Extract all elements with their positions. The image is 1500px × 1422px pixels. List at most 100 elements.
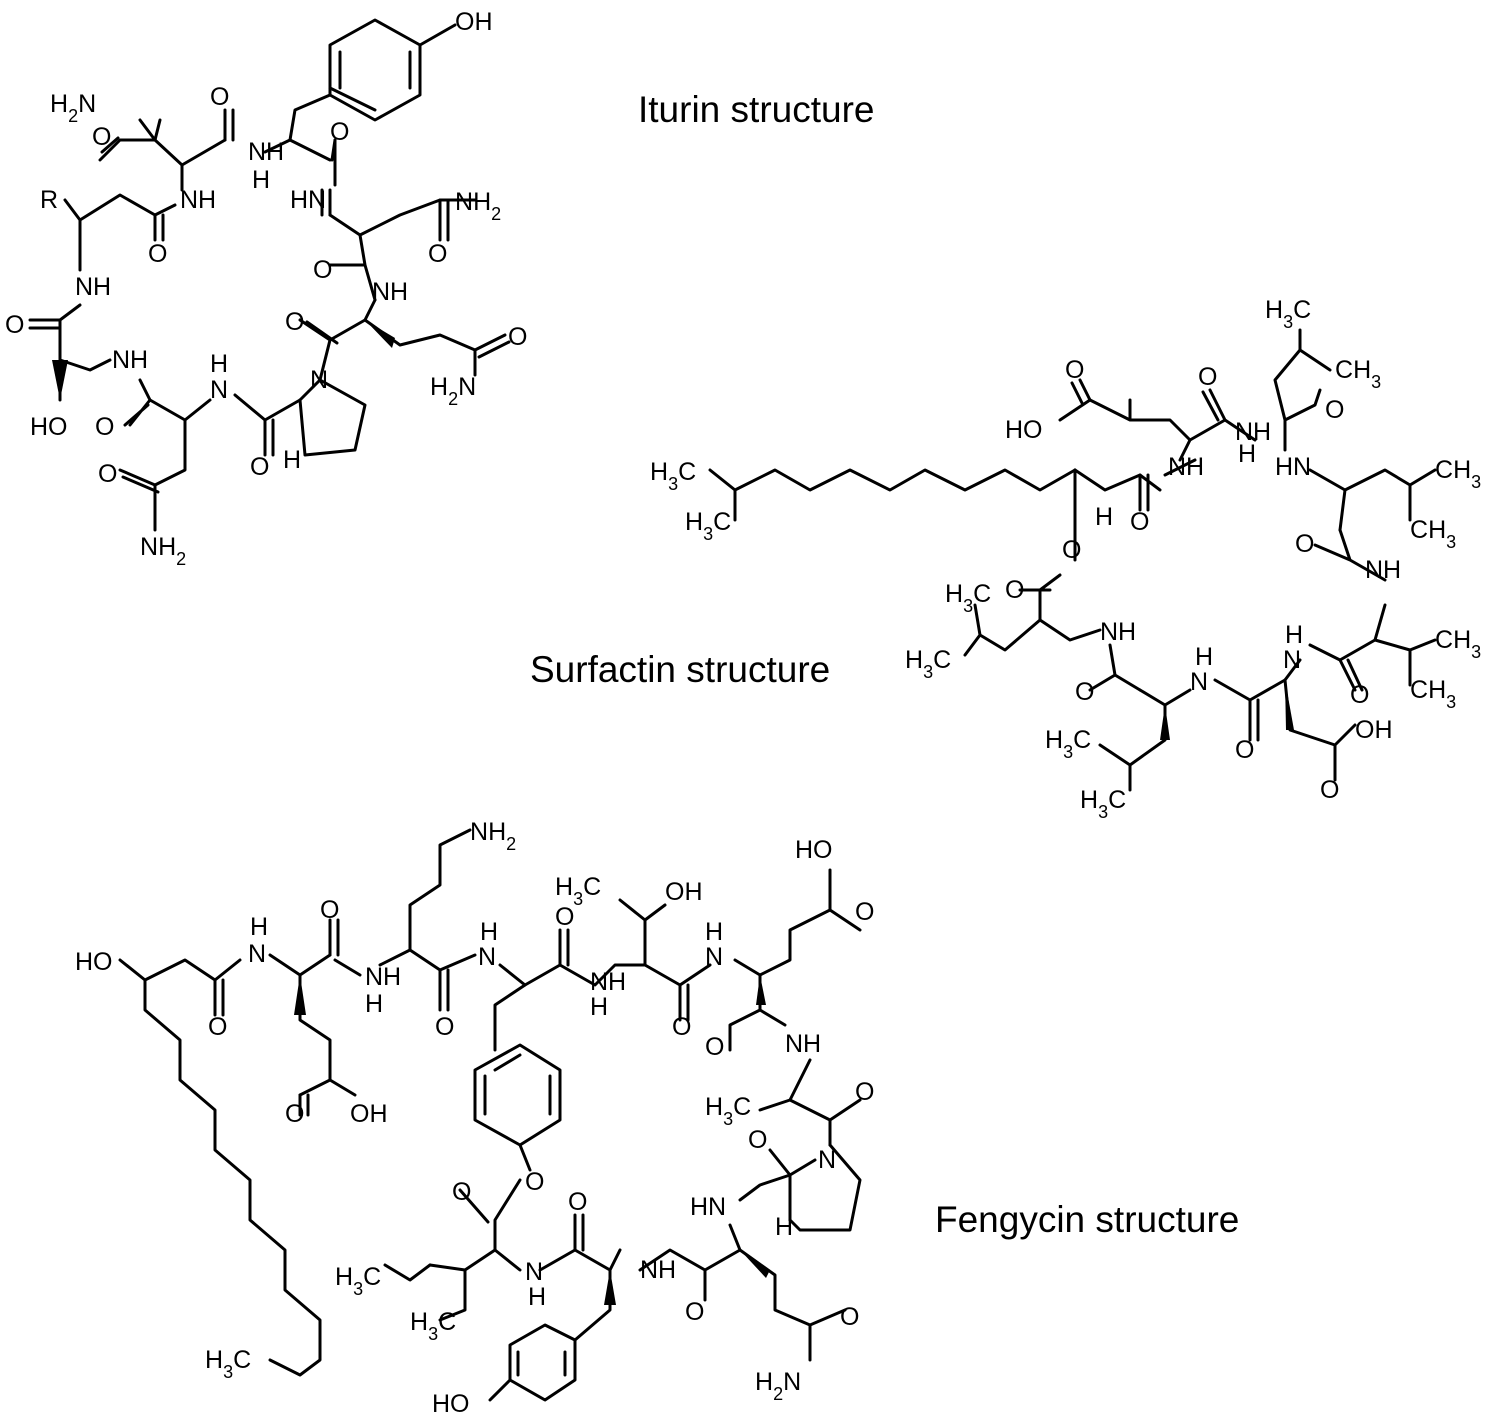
iturin-h-3: H: [283, 446, 301, 474]
surf-o-1: O: [1065, 356, 1084, 384]
feng-o-2: O: [855, 898, 874, 926]
feng-o-7: O: [705, 1033, 724, 1061]
surf-nh-2: NH: [1168, 453, 1204, 481]
surf-oh-1: OH: [1355, 716, 1393, 744]
surf-ch3-4: CH3: [1435, 626, 1481, 662]
surfactin-ring: [963, 328, 1437, 792]
surf-n-1: N: [1283, 646, 1301, 674]
feng-h3c-1: H3C: [555, 873, 601, 909]
feng-o-13: O: [568, 1188, 587, 1216]
surf-o-3: O: [1325, 396, 1344, 424]
feng-h-4: H: [365, 990, 383, 1018]
iturin-n-2: N: [210, 376, 228, 404]
iturin-h-2: H: [210, 350, 228, 378]
iturin-o-5: O: [428, 240, 447, 268]
feng-h-3: H: [705, 918, 723, 946]
feng-ho-3: HO: [432, 1390, 470, 1418]
surf-ch3-1: CH3: [1335, 356, 1381, 392]
feng-o-15: O: [840, 1303, 859, 1331]
feng-ho-1: HO: [795, 836, 833, 864]
iturin-o-10: O: [95, 413, 114, 441]
feng-o-6: O: [672, 1013, 691, 1041]
feng-h3c-2: H3C: [705, 1093, 751, 1129]
iturin-nh-3: NH: [75, 273, 111, 301]
iturin-o-8: O: [285, 308, 304, 336]
fengycin-caption: Fengycin structure: [935, 1199, 1239, 1240]
feng-o-3: O: [555, 903, 574, 931]
surf-o-10: O: [1235, 736, 1254, 764]
feng-h3c-5: H3C: [205, 1346, 251, 1382]
iturin-wedge-1: [52, 360, 68, 400]
feng-oh-1: OH: [665, 878, 703, 906]
surfactin-caption: Surfactin structure: [530, 649, 830, 690]
surf-h3c-3: H3C: [1265, 296, 1311, 332]
iturin-nh-1: NH: [248, 138, 284, 166]
iturin-hn-1: HN: [290, 186, 326, 214]
feng-o-1: O: [320, 896, 339, 924]
surf-h-1: H: [1238, 440, 1256, 468]
feng-nh-1: NH: [365, 963, 401, 991]
iturin-o-6: O: [313, 256, 332, 284]
iturin-tyrosine-ring: [288, 18, 457, 142]
iturin-wedge-2: [365, 320, 395, 348]
iturin-o-9: O: [508, 323, 527, 351]
feng-h3c-3: H3C: [335, 1263, 381, 1299]
surf-nh-1: NH: [1235, 418, 1271, 446]
surf-hn-1: HN: [1275, 453, 1311, 481]
surf-h-3: H: [1285, 621, 1303, 649]
feng-n-2: N: [478, 943, 496, 971]
feng-nh-4: NH: [640, 1256, 676, 1284]
iturin-r: R: [40, 186, 58, 214]
iturin-o-11: O: [250, 453, 269, 481]
iturin-caption: Iturin structure: [638, 89, 874, 130]
feng-h-7: H: [528, 1283, 546, 1311]
surf-h3c-4: H3C: [945, 580, 991, 616]
iturin-o-2: O: [330, 118, 349, 146]
surf-h3c-6: H3C: [1045, 726, 1091, 762]
iturin-o-1: O: [210, 83, 229, 111]
feng-h3c-4: H3C: [410, 1308, 456, 1344]
surf-h-4: H: [1195, 643, 1213, 671]
feng-ho-2: HO: [75, 948, 113, 976]
feng-wedge-3: [604, 1270, 616, 1305]
feng-o-9: O: [285, 1100, 304, 1128]
feng-h-1: H: [250, 913, 268, 941]
surf-ch3-2: CH3: [1435, 456, 1481, 492]
iturin-nh-4: NH: [372, 278, 408, 306]
feng-oh-2: OH: [350, 1100, 388, 1128]
feng-hn: HN: [690, 1193, 726, 1221]
surf-h3c-7: H3C: [1080, 786, 1126, 822]
surf-h3c-5: H3C: [905, 646, 951, 682]
surf-h-2: H: [1095, 503, 1113, 531]
iturin-nh2-1: NH2: [455, 188, 501, 224]
iturin-nh-5: NH: [112, 346, 148, 374]
surf-ch3-3: CH3: [1410, 516, 1456, 552]
surf-nh-3: NH: [1365, 556, 1401, 584]
iturin-h2n-1: H2N: [50, 90, 96, 126]
iturin-molecule: OH: [5, 8, 527, 569]
surf-wedge-1: [1160, 705, 1170, 740]
feng-h-6: H: [775, 1213, 793, 1241]
iturin-nh2-2: NH2: [140, 533, 186, 569]
iturin-ho: HO: [30, 413, 68, 441]
feng-wedge-1: [294, 975, 306, 1015]
iturin-n-1: N: [310, 366, 328, 394]
feng-h-5: H: [590, 993, 608, 1021]
feng-h-2: H: [480, 918, 498, 946]
surf-ho-1: HO: [1005, 416, 1043, 444]
iturin-h-1: H: [252, 166, 270, 194]
surf-o-5: O: [1295, 530, 1314, 558]
feng-nh-2: NH: [590, 968, 626, 996]
feng-o-10: O: [748, 1126, 767, 1154]
surf-o-6: O: [1062, 536, 1081, 564]
feng-o-4: O: [208, 1013, 227, 1041]
feng-nh-3: NH: [785, 1030, 821, 1058]
fengycin-fatty-chain: [118, 958, 322, 1377]
iturin-o-7: O: [5, 311, 24, 339]
surf-nh-4: NH: [1100, 618, 1136, 646]
surf-o-8: O: [1075, 678, 1094, 706]
surf-o-11: O: [1320, 776, 1339, 804]
feng-n-4: N: [818, 1146, 836, 1174]
iturin-h2n-2: H2N: [430, 373, 476, 409]
